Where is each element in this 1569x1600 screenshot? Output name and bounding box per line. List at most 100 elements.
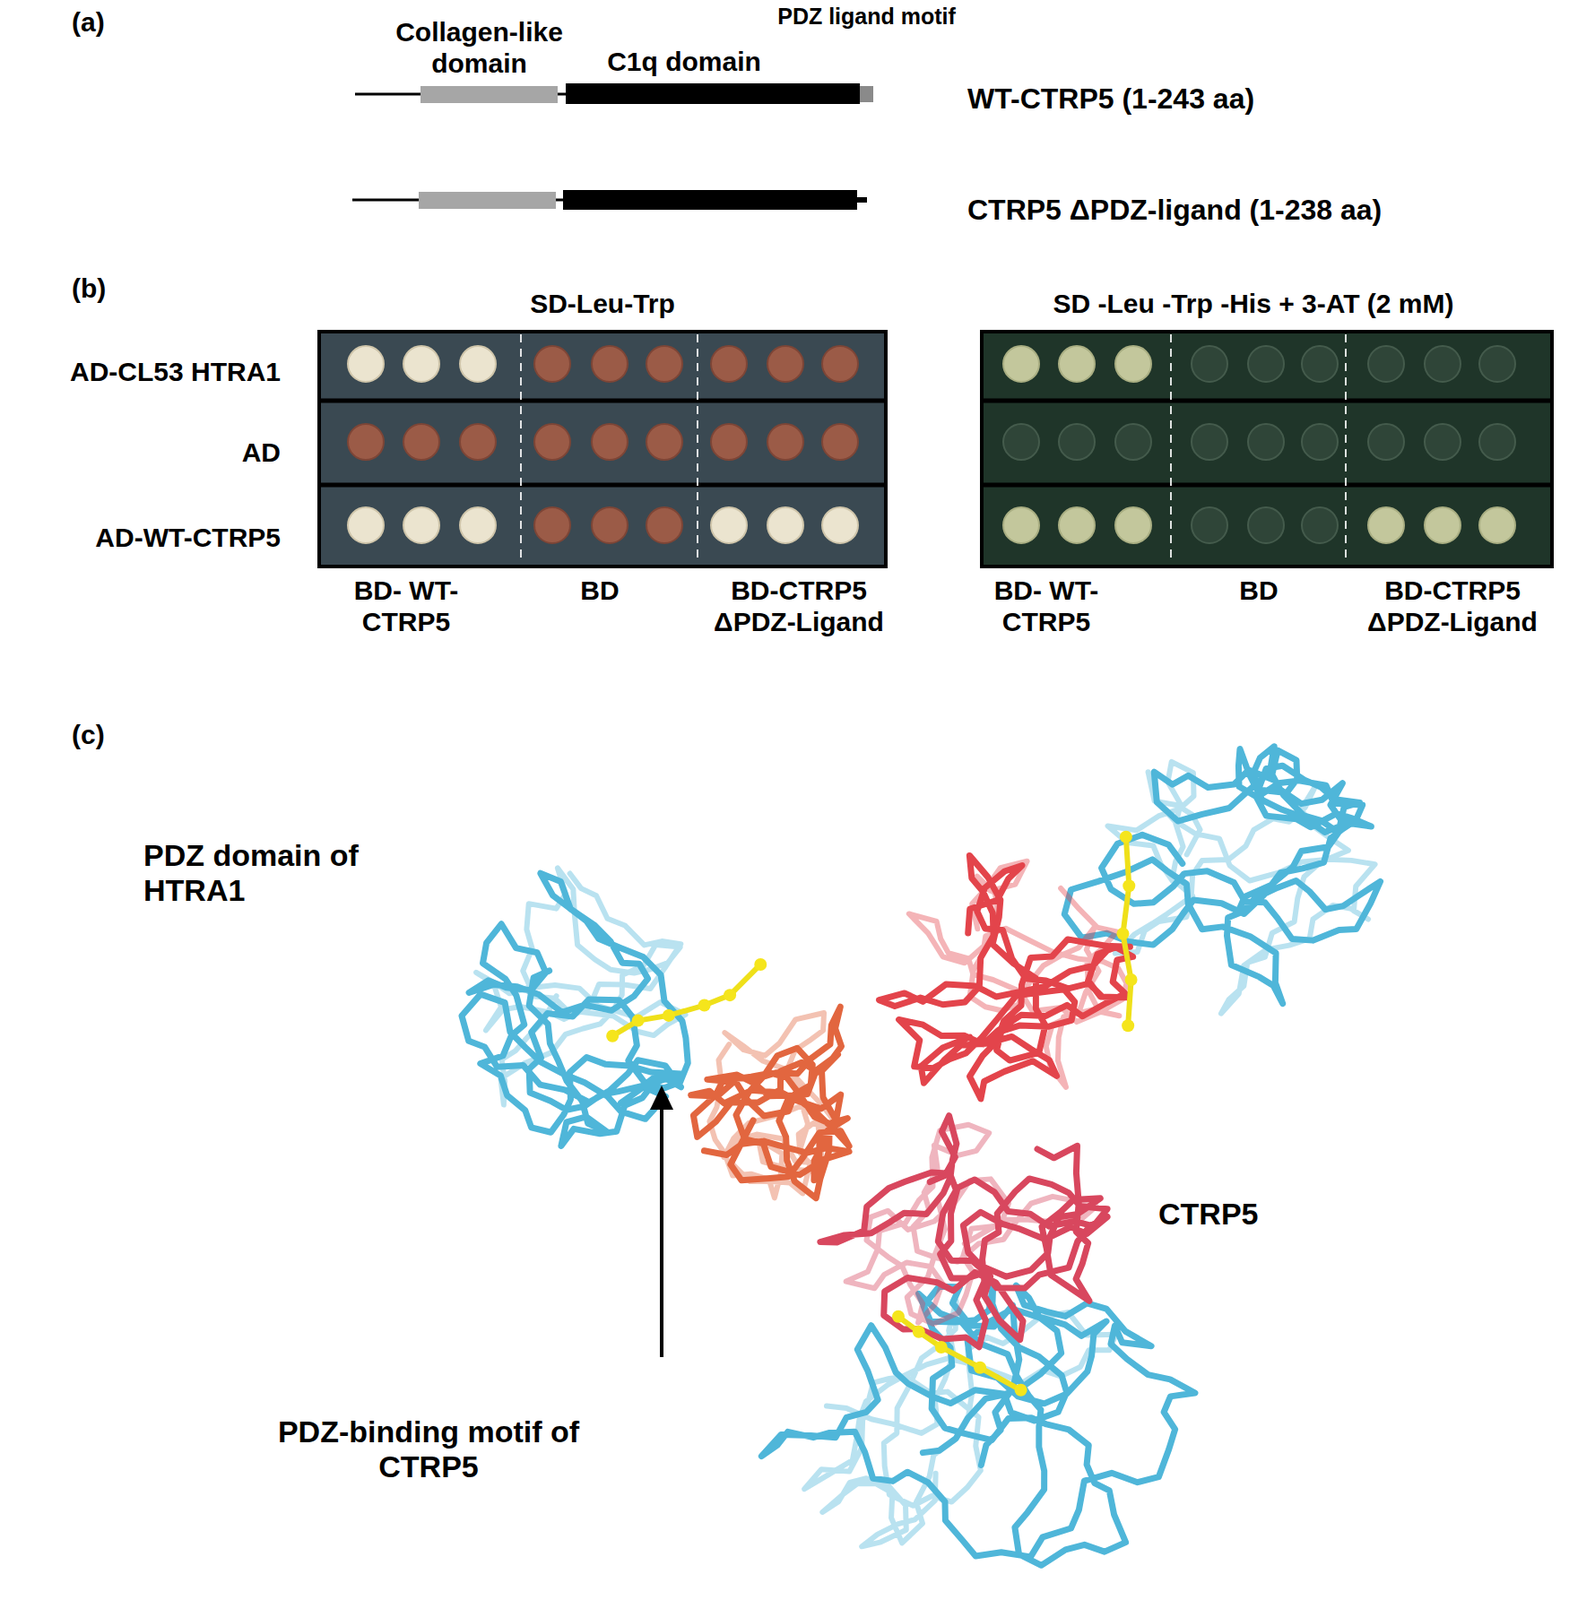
row-divider (983, 398, 1551, 404)
arrow-shaft (659, 1104, 664, 1358)
ctrp5-subunit-trace (909, 861, 1127, 1088)
motif-atom (1121, 1019, 1135, 1032)
yeast-spot (403, 507, 440, 544)
motif-atom (1014, 1384, 1028, 1397)
yeast-spot (1301, 507, 1338, 544)
yeast-spot (1424, 346, 1461, 382)
yeast-spot (646, 424, 683, 460)
motif-atom (632, 1014, 645, 1028)
row-label: AD-CL53 HTRA1 (69, 356, 281, 389)
yeast-spot (1248, 507, 1284, 544)
yeast-spot (403, 346, 440, 382)
construct-tail (856, 197, 867, 203)
yeast-spot (710, 346, 747, 382)
yeast-spot (534, 424, 571, 460)
ctrp5-subunit-trace (691, 1006, 850, 1198)
pdz-domain-trace (461, 873, 688, 1146)
yeast-spot (1301, 346, 1338, 382)
yeast-spot (1191, 507, 1228, 544)
row-label: AD-WT-CTRP5 (95, 522, 281, 555)
motif-atom (698, 999, 711, 1013)
yeast-spot (1368, 346, 1405, 382)
arrow-head (650, 1085, 674, 1110)
collagen-bar (418, 191, 556, 209)
motif-stick (612, 964, 761, 1037)
yeast-spot (767, 507, 804, 544)
yeast-spot (1479, 346, 1516, 382)
yeast-spot (1115, 346, 1152, 382)
motif-atom (662, 1009, 676, 1023)
yeast-spot (347, 424, 384, 460)
yeast-spot (591, 424, 628, 460)
c1q-bar (563, 190, 858, 210)
yeast-spot (1115, 424, 1152, 460)
yeast-spot (1368, 424, 1405, 460)
protein-structure (461, 746, 1381, 1567)
plate-ground (981, 331, 1552, 567)
domain-label: PDZ ligand motif (777, 3, 956, 30)
yeast-spot (1368, 507, 1405, 544)
plate-left (319, 331, 886, 567)
motif-atom (973, 1361, 987, 1375)
motif-atom (754, 958, 767, 971)
plate-right (981, 331, 1552, 567)
yeast-spot (1003, 424, 1040, 460)
column-label: BD- WT-CTRP5 (974, 575, 1119, 638)
yeast-spot (822, 346, 859, 382)
row-label: AD (242, 437, 281, 469)
yeast-spot (1058, 507, 1095, 544)
yeast-spot (1191, 424, 1228, 460)
motif-atom (723, 988, 737, 1002)
yeast-spot (347, 346, 384, 382)
yeast-spot (1003, 346, 1040, 382)
motif-atom (1116, 927, 1129, 941)
yeast-spot (591, 346, 628, 382)
yeast-spot (1479, 507, 1516, 544)
yeast-spot (646, 507, 683, 544)
row-divider (320, 398, 885, 404)
yeast-spot (1479, 424, 1516, 460)
collagen-domain-bar: Collagen-like domain (420, 86, 558, 104)
row-divider (983, 483, 1551, 488)
column-divider (696, 334, 699, 564)
column-label: BD (580, 575, 619, 607)
structure-label: PDZ domain of HTRA1 (143, 838, 395, 909)
yeast-spot (1424, 424, 1461, 460)
column-label: BD (1239, 575, 1278, 607)
ctrp5-subunit-trace (820, 1116, 1108, 1348)
motif-atom (606, 1030, 619, 1043)
panel-letter: (a) (71, 7, 105, 39)
column-divider (1344, 334, 1347, 564)
pdz-domain-trace (761, 1284, 1196, 1566)
yeast-spot (710, 507, 747, 544)
column-divider (1170, 334, 1172, 564)
structure-label: CTRP5 (1158, 1196, 1258, 1232)
panel-letter: (c) (71, 719, 105, 752)
motif-atom (1125, 973, 1138, 987)
yeast-spot (1424, 507, 1461, 544)
yeast-spot (1115, 507, 1152, 544)
structure-label: PDZ-binding motif of CTRP5 (262, 1414, 595, 1485)
column-label: BD-CTRP5 ΔPDZ-Ligand (1358, 575, 1547, 638)
medium-title: SD -Leu -Trp -His + 3-AT (2 mM) (1053, 288, 1455, 321)
motif-atom (935, 1341, 948, 1354)
motif-atom (1119, 831, 1133, 844)
construct-name: WT-CTRP5 (1-243 aa) (967, 82, 1255, 116)
yeast-spot (534, 507, 571, 544)
plate-ground (319, 331, 886, 567)
yeast-spot (822, 507, 859, 544)
yeast-spot (403, 424, 440, 460)
yeast-spot (767, 424, 804, 460)
medium-title: SD-Leu-Trp (529, 288, 676, 321)
pointer-arrow (650, 1085, 674, 1358)
yeast-spot (1248, 424, 1284, 460)
yeast-spot (822, 424, 859, 460)
yeast-spot (459, 346, 496, 382)
yeast-spot (1248, 346, 1284, 382)
domain-label: Collagen-like domain (382, 17, 576, 79)
column-label: BD-CTRP5 ΔPDZ-Ligand (704, 575, 893, 638)
column-divider (520, 334, 522, 564)
yeast-spot (591, 507, 628, 544)
